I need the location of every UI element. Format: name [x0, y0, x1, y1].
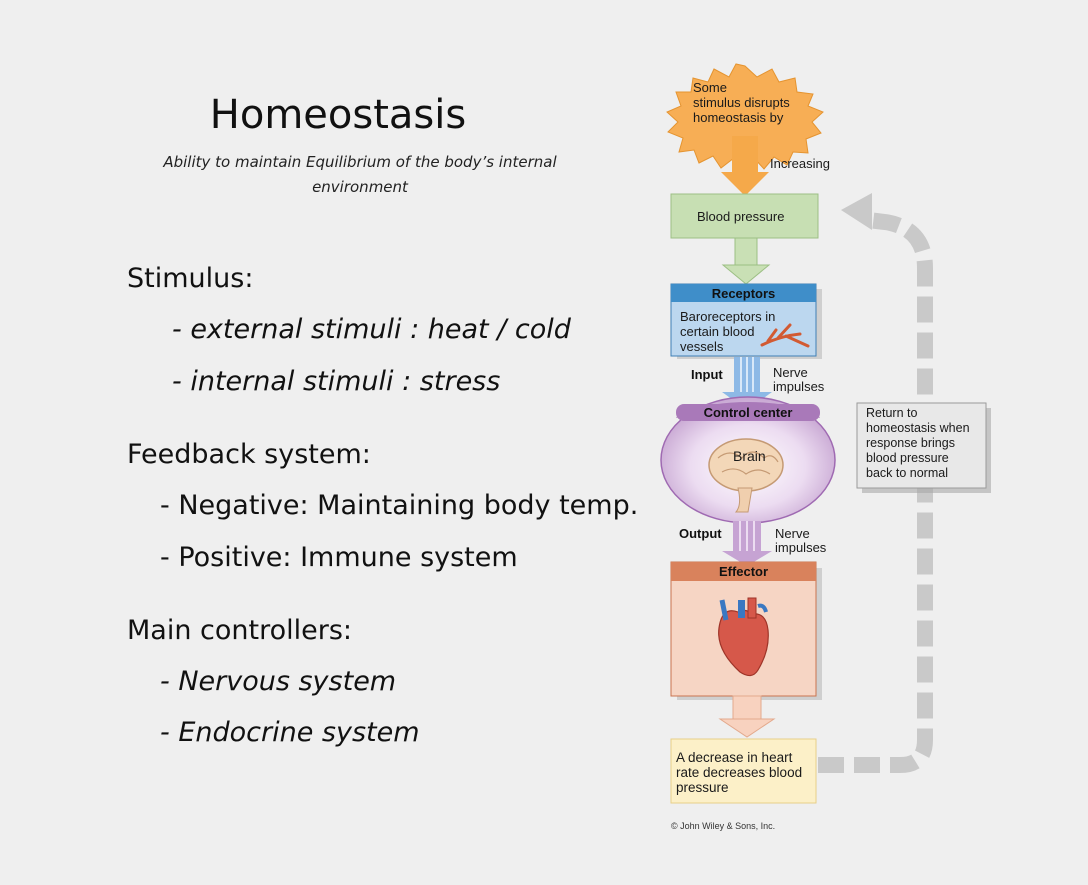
receptors-box — [670, 283, 822, 359]
output-nerve-line2: impulses — [775, 540, 827, 555]
stimulus-arrow — [721, 136, 769, 196]
return-loop-arrow — [818, 193, 933, 773]
return-line3: response brings — [866, 436, 955, 450]
controllers-heading: Main controllers: — [127, 615, 353, 646]
brain-label: Brain — [733, 448, 766, 464]
effector-arrow — [718, 695, 776, 738]
feedback-item-positive: - Positive: Immune system — [160, 542, 518, 573]
control-center-header: Control center — [703, 405, 793, 420]
return-line5: back to normal — [866, 466, 948, 480]
response-line2: rate decreases blood — [676, 765, 803, 780]
input-nerve-line1: Nerve — [773, 365, 808, 380]
stimulus-text-line3: homeostasis by — [693, 110, 784, 125]
response-line1: A decrease in heart — [676, 750, 793, 765]
effector-box — [670, 561, 822, 700]
return-line2: homeostasis when — [866, 421, 970, 435]
increasing-label: Increasing — [770, 156, 830, 171]
output-nerve-line1: Nerve — [775, 526, 810, 541]
stimulus-text-line1: Some — [693, 80, 727, 95]
input-label: Input — [691, 367, 723, 382]
control-center-ellipse — [660, 396, 836, 524]
copyright-notice: © John Wiley & Sons, Inc. — [671, 821, 776, 831]
stimulus-text-line2: stimulus disrupts — [693, 95, 790, 110]
feedback-item-negative: - Negative: Maintaining body temp. — [160, 490, 639, 521]
stimulus-heading: Stimulus: — [127, 263, 254, 294]
stimulus-item-external: - external stimuli : heat / cold — [172, 314, 571, 345]
output-arrow — [722, 521, 772, 566]
feedback-heading: Feedback system: — [127, 439, 371, 470]
response-box — [670, 738, 817, 804]
receptors-body-line3: vessels — [680, 339, 724, 354]
page-subtitle: Ability to maintain Equilibrium of the b… — [163, 153, 557, 196]
input-arrow — [722, 357, 772, 410]
condition-arrow — [721, 237, 771, 285]
return-line1: Return to — [866, 406, 918, 420]
output-label: Output — [679, 526, 722, 541]
return-box — [856, 402, 991, 493]
controllers-item-endocrine: - Endocrine system — [160, 717, 420, 748]
receptors-body-line1: Baroreceptors in — [680, 309, 776, 324]
receptors-body-line2: certain blood — [680, 324, 755, 339]
response-line3: pressure — [676, 780, 729, 795]
controllers-item-nervous: - Nervous system — [160, 666, 397, 697]
page-title: Homeostasis — [209, 92, 467, 138]
return-line4: blood pressure — [866, 451, 949, 465]
effector-header: Effector — [718, 564, 769, 579]
blood-pressure-label: Blood pressure — [697, 209, 785, 224]
receptors-header: Receptors — [711, 286, 776, 301]
input-nerve-line2: impulses — [773, 379, 825, 394]
stimulus-item-internal: - internal stimuli : stress — [172, 366, 501, 397]
